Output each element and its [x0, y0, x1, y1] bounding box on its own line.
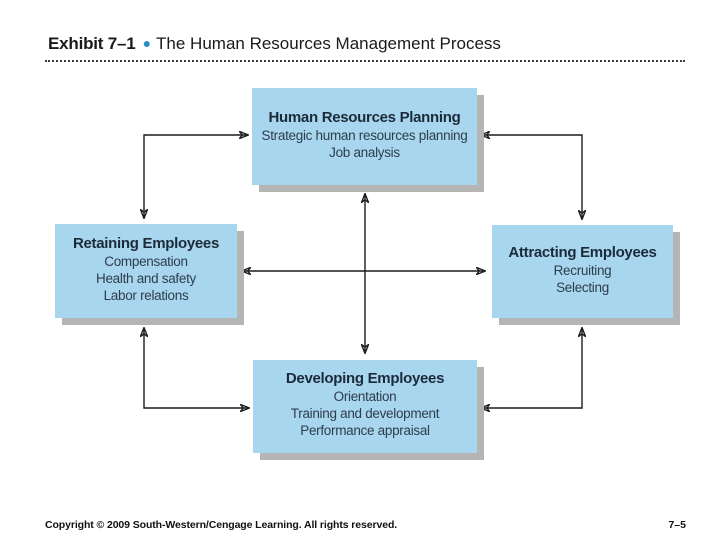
box-title: Attracting Employees	[508, 243, 657, 261]
box-hr-planning: Human Resources Planning Strategic human…	[252, 88, 477, 185]
box-line: Selecting	[556, 279, 609, 295]
box-line: Strategic human resources planning	[261, 127, 468, 143]
box-title: Retaining Employees	[72, 234, 219, 252]
box-line: Health and safety	[96, 270, 196, 286]
slide-title: Exhibit 7–1 ●The Human Resources Manageme…	[48, 34, 501, 54]
box-line: Training and development	[290, 406, 440, 421]
copyright-notice: Copyright © 2009 South-Western/Cengage L…	[45, 519, 398, 531]
exhibit-number: Exhibit 7–1	[48, 34, 136, 53]
title-text: The Human Resources Management Process	[156, 34, 501, 53]
arrow-elbow-top-right	[481, 135, 582, 219]
box-line: Recruiting	[553, 262, 612, 278]
box-retaining-employees: Retaining Employees Compensation Health …	[55, 224, 237, 318]
arrow-elbow-bottom-left	[144, 328, 249, 408]
box-title: Human Resources Planning	[268, 108, 461, 126]
arrow-elbow-bottom-right	[481, 328, 582, 408]
arrow-elbow-top-left	[144, 135, 248, 218]
dotted-divider	[45, 47, 685, 62]
box-attracting-employees: Attracting Employees Recruiting Selectin…	[492, 225, 673, 318]
box-line: Orientation	[333, 389, 397, 404]
box-line: Labor relations	[103, 287, 189, 303]
box-line: Job analysis	[329, 144, 400, 160]
box-developing-employees: Developing Employees Orientation Trainin…	[253, 360, 477, 453]
box-line: Performance appraisal	[300, 423, 430, 438]
title-bullet-icon: ●	[142, 35, 152, 51]
box-line: Compensation	[104, 253, 188, 269]
box-title: Developing Employees	[285, 370, 445, 387]
page-number: 7–5	[668, 519, 686, 531]
